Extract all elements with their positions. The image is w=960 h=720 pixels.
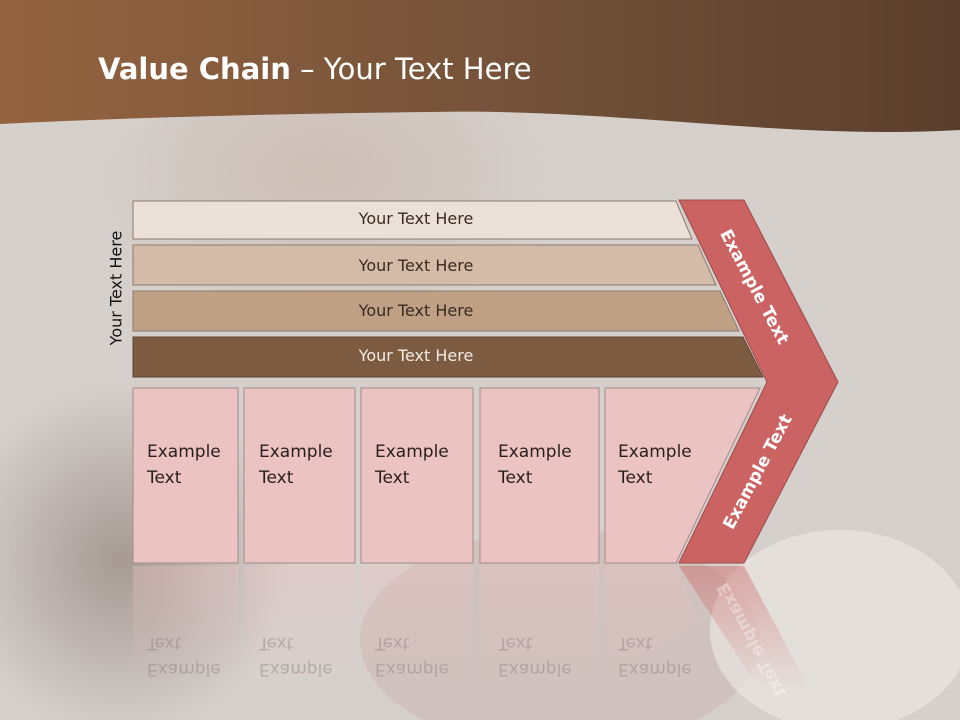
reflection-4-line2: Text bbox=[498, 633, 533, 653]
layer-label-1: Your Text Here bbox=[358, 209, 474, 228]
reflection-5-line2: Text bbox=[618, 633, 653, 653]
activity-text-1: Example Text bbox=[147, 439, 221, 491]
layer-label-4: Your Text Here bbox=[358, 346, 474, 365]
activity-text-3-line1: Example bbox=[375, 442, 449, 462]
layer-bar-1 bbox=[132, 200, 693, 240]
reflection-5-line1: Example bbox=[618, 659, 692, 679]
activity-text-5-line2: Text bbox=[618, 468, 653, 488]
activity-cell-4 bbox=[479, 387, 600, 564]
activity-cell-3 bbox=[360, 387, 474, 564]
margin-chevron bbox=[678, 199, 839, 564]
slide-title: Value Chain – Your Text Here bbox=[98, 52, 532, 86]
activity-text-3-line2: Text bbox=[375, 468, 410, 488]
activity-text-4: Example Text bbox=[498, 439, 572, 491]
activity-reflection-4: Example Text bbox=[498, 630, 572, 682]
layer-bar-4 bbox=[132, 336, 764, 378]
title-bold: Value Chain bbox=[98, 52, 291, 86]
activity-text-5-line1: Example bbox=[618, 442, 692, 462]
reflection-1-line1: Example bbox=[147, 659, 221, 679]
side-label: Your Text Here bbox=[106, 230, 126, 346]
activity-text-2-line1: Example bbox=[259, 442, 333, 462]
activity-text-2: Example Text bbox=[259, 439, 333, 491]
reflection-3-line1: Example bbox=[375, 659, 449, 679]
reflection-2-line1: Example bbox=[259, 659, 333, 679]
activity-cell-2 bbox=[243, 387, 356, 564]
layer-label-3: Your Text Here bbox=[358, 301, 474, 320]
title-rest: – Your Text Here bbox=[290, 52, 532, 86]
activity-text-1-line1: Example bbox=[147, 442, 221, 462]
layer-bar-2 bbox=[132, 244, 717, 286]
reflection-3-line2: Text bbox=[375, 633, 410, 653]
reflection-2-line2: Text bbox=[259, 633, 294, 653]
layer-label-2: Your Text Here bbox=[358, 256, 474, 275]
activity-text-1-line2: Text bbox=[147, 468, 182, 488]
activity-text-2-line2: Text bbox=[259, 468, 294, 488]
activity-cell-5 bbox=[604, 387, 761, 564]
activity-text-4-line2: Text bbox=[498, 468, 533, 488]
activity-reflection-2: Example Text bbox=[259, 630, 333, 682]
activity-reflection-5: Example Text bbox=[618, 630, 692, 682]
header-band bbox=[0, 0, 960, 132]
activity-text-5: Example Text bbox=[618, 439, 692, 491]
activity-reflection-3: Example Text bbox=[375, 630, 449, 682]
layer-bar-3 bbox=[132, 290, 740, 332]
activity-cell-1 bbox=[132, 387, 239, 564]
activity-text-4-line1: Example bbox=[498, 442, 572, 462]
reflection-4-line1: Example bbox=[498, 659, 572, 679]
activity-reflection-1: Example Text bbox=[147, 630, 221, 682]
reflection-1-line2: Text bbox=[147, 633, 182, 653]
activity-text-3: Example Text bbox=[375, 439, 449, 491]
